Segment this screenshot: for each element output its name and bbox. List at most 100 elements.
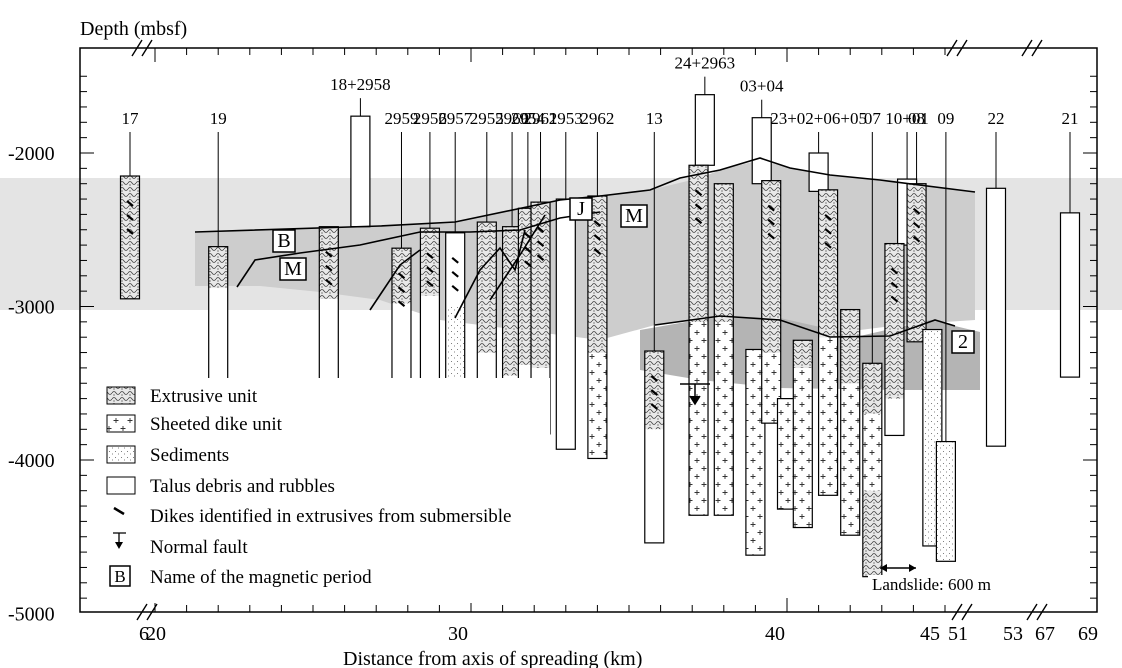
column-outline — [840, 308, 861, 536]
x-tick-label: 67 — [1035, 623, 1055, 645]
column-segment-talus — [556, 199, 576, 450]
legend-sheeted-dike: Sheeted dike unit — [106, 414, 283, 435]
svg-text:Name of the magnetic period: Name of the magnetic period — [150, 567, 372, 588]
svg-text:Dikes identified in extrusives: Dikes identified in extrusives from subm… — [150, 506, 511, 527]
column-outline — [761, 180, 782, 424]
column-label: 2954 — [511, 109, 546, 128]
column-segment-extrusive — [644, 351, 664, 430]
y-tick-label: -5000 — [8, 604, 55, 626]
column-segment-extrusive — [714, 183, 734, 322]
dike-mark — [767, 232, 775, 240]
landslide-annotation: Landslide: 600 m — [868, 564, 1018, 595]
column-segment-extrusive — [689, 165, 709, 322]
dike-mark — [824, 241, 832, 249]
dike-mark — [767, 204, 775, 212]
column-label: 07 — [864, 109, 882, 128]
dike-mark — [426, 280, 434, 288]
y-tick-label: -2000 — [8, 143, 55, 165]
column-segment-talus — [752, 117, 772, 184]
normal-fault-symbol — [680, 383, 710, 406]
x-tick-label: 53 — [1003, 623, 1023, 645]
svg-text:B: B — [114, 567, 125, 586]
dike-mark — [524, 246, 532, 254]
magnetic-period-2: 2 — [951, 330, 975, 354]
x-tick-label: 45 — [920, 623, 940, 645]
column-unlabeled — [840, 308, 861, 536]
column-03+04 — [751, 117, 772, 185]
column-label: 2956 — [413, 109, 447, 128]
column-segment-talus — [350, 116, 370, 227]
column-segment-extrusive — [862, 490, 882, 577]
magnetic-period-b: B — [272, 229, 296, 253]
dike-mark — [126, 200, 134, 207]
column-label: 2960 — [495, 109, 529, 128]
dike-mark — [426, 266, 434, 274]
x-tick-label: 6 — [139, 623, 149, 645]
column-segment-sheeted_dike — [714, 321, 734, 516]
column-segment-extrusive — [319, 226, 339, 299]
column-2953 — [555, 198, 576, 450]
magnetic-period-labels: B M J M 2 — [272, 197, 975, 354]
dike-mark — [325, 250, 333, 258]
column-segment-talus — [1060, 212, 1080, 378]
svg-text:B: B — [277, 230, 290, 252]
dike-mark — [890, 281, 899, 289]
column-outline — [713, 183, 734, 516]
axis-break-mark — [136, 603, 158, 621]
column-segment-sheeted_dike — [745, 349, 765, 556]
x-tick-label: 30 — [448, 623, 468, 645]
column-segment-sheeted_dike — [862, 413, 882, 491]
axis-break-mark — [951, 603, 973, 621]
column-label: 2957 — [438, 109, 473, 128]
column-segment-extrusive — [818, 189, 838, 338]
deep-boundary-line — [654, 315, 956, 338]
dike-mark — [593, 234, 602, 241]
legend-magnetic-period: B Name of the magnetic period — [109, 565, 372, 588]
column-segment-sediments — [936, 441, 956, 562]
landslide-label: Landslide: 600 m — [872, 575, 991, 594]
legend-extrusive: Extrusive unit — [106, 386, 258, 407]
axis-break-mark — [131, 39, 153, 57]
dike-mark — [824, 213, 832, 221]
column-segment-sheeted_dike — [761, 352, 781, 424]
column-unlabeled — [884, 242, 905, 437]
column-label: 09 — [937, 109, 954, 128]
column-segment-talus — [391, 303, 411, 399]
column-09 — [935, 440, 957, 562]
y-tick-label: -4000 — [8, 450, 55, 472]
dike-mark — [912, 235, 921, 243]
column-outline — [745, 348, 766, 556]
column-13 — [644, 350, 665, 544]
dike-mark — [126, 214, 134, 221]
column-segment-extrusive — [862, 363, 882, 414]
column-segment-extrusive — [840, 309, 860, 384]
fault-line-3 — [489, 214, 546, 301]
legend-dikes: Dikes identified in extrusives from subm… — [113, 506, 511, 527]
column-segment-extrusive — [120, 176, 140, 299]
axis-break-mark — [1021, 39, 1043, 57]
column-outline — [792, 339, 813, 529]
column-segment-extrusive — [531, 202, 551, 368]
x-tick-label: 69 — [1078, 623, 1098, 645]
seafloor-line — [194, 157, 976, 233]
column-label: 19 — [210, 109, 227, 128]
dike-mark — [325, 264, 333, 272]
column-label: 17 — [122, 109, 140, 128]
column-label: 08 — [908, 109, 925, 128]
column-outline — [817, 189, 839, 496]
dike-mark — [397, 272, 406, 280]
plot-frame — [79, 47, 1098, 613]
column-segment-sheeted_dike — [777, 398, 797, 510]
column-segment-talus — [644, 429, 664, 543]
dike-mark — [694, 217, 703, 225]
column-segment-sheeted_dike — [587, 352, 607, 459]
column-label: 03+04 — [740, 77, 784, 96]
column-segment-talus — [445, 232, 465, 307]
column-segment-talus — [884, 398, 904, 436]
x-tick-label: 40 — [765, 623, 785, 645]
magnetic-period-m2: M — [620, 204, 648, 228]
dike-mark — [824, 227, 832, 235]
